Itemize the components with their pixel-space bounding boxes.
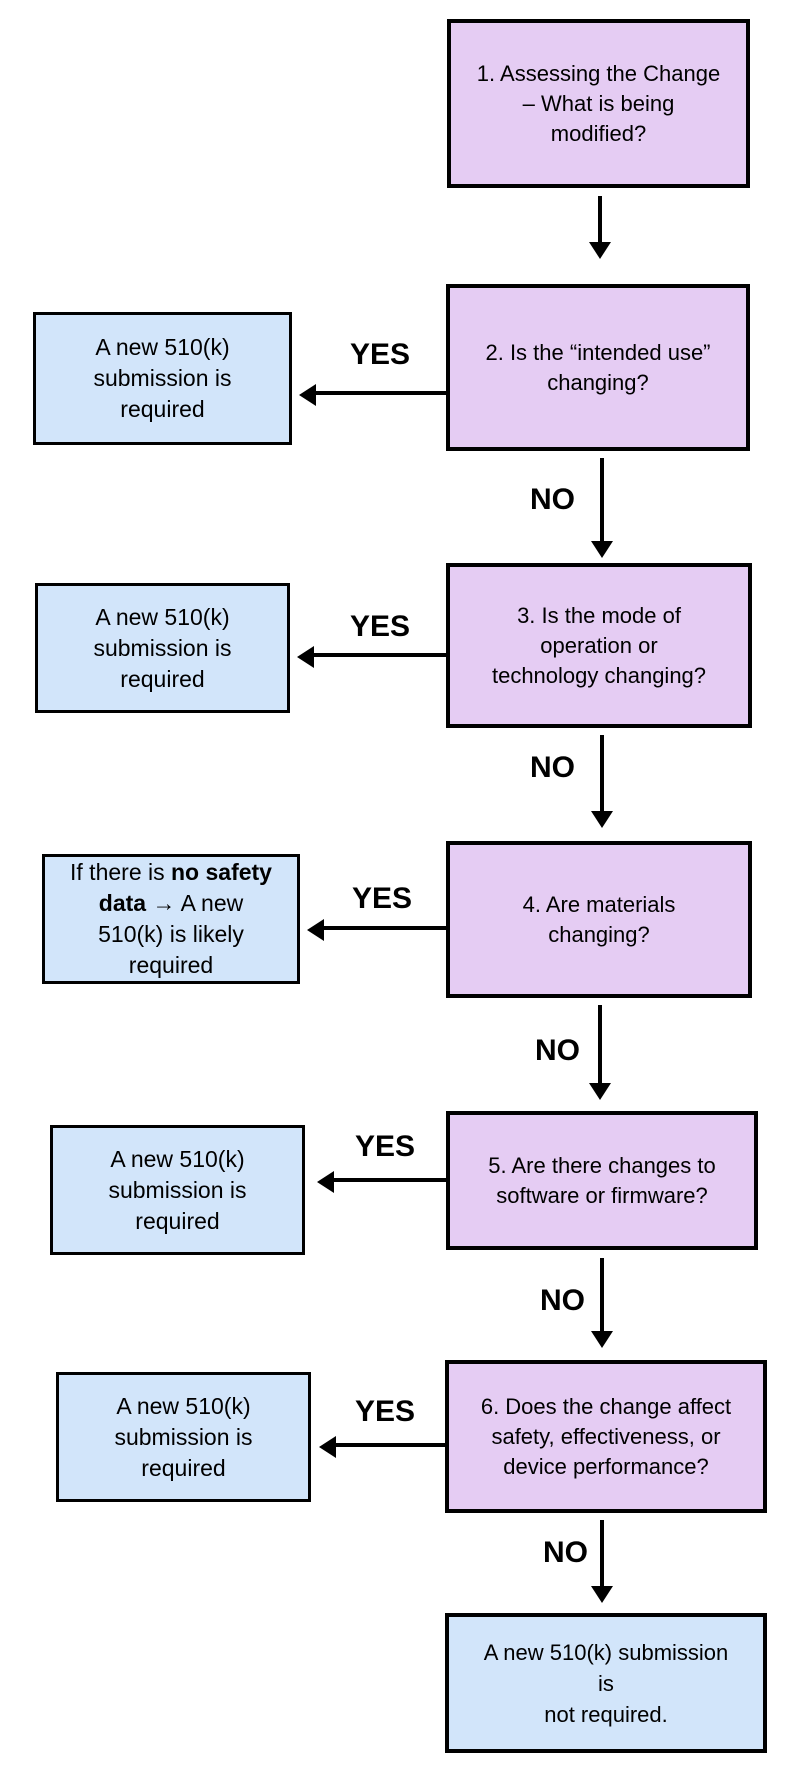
result-line: A new 510(k) xyxy=(95,603,230,630)
result-line: required xyxy=(120,396,205,422)
node-q3-line: technology changing? xyxy=(491,662,707,688)
arrow-shaft xyxy=(598,1005,602,1083)
result-line: A new 510(k) xyxy=(95,334,230,360)
node-q1-line: modified? xyxy=(550,120,647,146)
arrow-shaft xyxy=(333,1178,446,1182)
result-line-bold: no safety xyxy=(171,859,272,885)
node-q2-line: 2. Is the “intended use” xyxy=(485,339,711,365)
yes-label-2: YES xyxy=(349,610,410,643)
arrow-shaft xyxy=(600,1258,604,1331)
node-q5-software-firmware: 5. Are there changes to software or firm… xyxy=(446,1111,758,1250)
node-result-new-510k-required-1: A new 510(k) submission is required xyxy=(33,312,292,445)
result-line: If there is no safety xyxy=(70,857,272,888)
arrow-shaft xyxy=(335,1443,445,1447)
node-q6-line: device performance? xyxy=(503,1453,709,1479)
arrow-head-icon xyxy=(307,919,324,941)
arrow-head-icon xyxy=(591,1586,613,1603)
result-line: 510(k) is likely xyxy=(98,921,244,947)
result-line: not required. xyxy=(544,1701,668,1727)
node-q1-assessing-change: 1. Assessing the Change – What is being … xyxy=(447,19,750,188)
result-line: is xyxy=(598,1670,614,1696)
node-q2-intended-use: 2. Is the “intended use” changing? xyxy=(446,284,750,451)
result-line: required xyxy=(120,665,205,692)
no-label-2: NO xyxy=(530,751,575,784)
no-label-1: NO xyxy=(530,483,575,516)
result-line: submission is xyxy=(114,1423,253,1450)
node-result-no-safety-data: If there is no safety data → A new 510(k… xyxy=(42,854,300,984)
result-line: required xyxy=(141,1454,226,1481)
result-line: submission is xyxy=(108,1176,247,1203)
arrow-head-icon xyxy=(591,1331,613,1348)
no-label-4: NO xyxy=(540,1284,585,1317)
yes-label-1: YES xyxy=(349,338,410,371)
arrow-head-icon xyxy=(591,541,613,558)
node-q5-line: 5. Are there changes to xyxy=(488,1152,716,1178)
result-line: A new 510(k) xyxy=(110,1145,245,1172)
result-line: required xyxy=(135,1207,220,1234)
arrow-head-icon xyxy=(589,1083,611,1100)
result-line: submission is xyxy=(93,634,232,661)
result-line: data → A new xyxy=(99,888,243,919)
arrow-shaft xyxy=(323,926,446,930)
yes-label-3: YES xyxy=(351,882,412,915)
node-q2-line: changing? xyxy=(547,369,649,395)
node-q4-line: 4. Are materials xyxy=(522,891,676,917)
node-result-not-required: A new 510(k) submission is not required. xyxy=(445,1613,767,1753)
arrow-head-icon xyxy=(589,242,611,259)
node-q1-line: – What is being xyxy=(522,90,675,116)
arrow-shaft xyxy=(600,1520,604,1586)
arrow-shaft xyxy=(315,391,446,395)
arrow-shaft xyxy=(600,458,604,541)
arrow-shaft xyxy=(313,653,446,657)
arrow-head-icon xyxy=(299,384,316,406)
result-line: required xyxy=(128,952,214,978)
node-q3-line: 3. Is the mode of xyxy=(517,602,681,628)
result-line-normal: → A new xyxy=(146,890,244,916)
result-line: A new 510(k) xyxy=(116,1392,251,1419)
node-result-new-510k-required-4: A new 510(k) submission is required xyxy=(56,1372,311,1502)
result-line: submission is xyxy=(93,365,232,391)
node-q1-line: 1. Assessing the Change xyxy=(476,60,721,86)
arrow-head-icon xyxy=(297,646,314,668)
node-q6-line: 6. Does the change affect xyxy=(480,1393,732,1419)
no-label-3: NO xyxy=(535,1034,580,1067)
result-line: A new 510(k) submission xyxy=(483,1639,729,1665)
node-q4-line: changing? xyxy=(548,921,650,947)
arrow-head-icon xyxy=(319,1436,336,1458)
result-line-bold: data xyxy=(98,890,147,916)
yes-label-4: YES xyxy=(354,1130,415,1163)
node-result-new-510k-required-2: A new 510(k) submission is required xyxy=(35,583,290,713)
node-q3-line: operation or xyxy=(540,632,658,658)
arrow-shaft xyxy=(600,735,604,811)
result-line-normal: If there is xyxy=(70,859,171,885)
node-q6-line: safety, effectiveness, or xyxy=(491,1423,721,1449)
node-q4-materials: 4. Are materials changing? xyxy=(446,841,752,998)
arrow-head-icon xyxy=(317,1171,334,1193)
yes-label-5: YES xyxy=(354,1395,415,1428)
no-label-5: NO xyxy=(543,1536,588,1569)
arrow-shaft xyxy=(598,196,602,242)
node-q3-mode-technology: 3. Is the mode of operation or technolog… xyxy=(446,563,752,728)
node-q5-line: software or firmware? xyxy=(496,1182,708,1208)
node-q6-safety-effectiveness: 6. Does the change affect safety, effect… xyxy=(445,1360,767,1513)
arrow-head-icon xyxy=(591,811,613,828)
node-result-new-510k-required-3: A new 510(k) submission is required xyxy=(50,1125,305,1255)
